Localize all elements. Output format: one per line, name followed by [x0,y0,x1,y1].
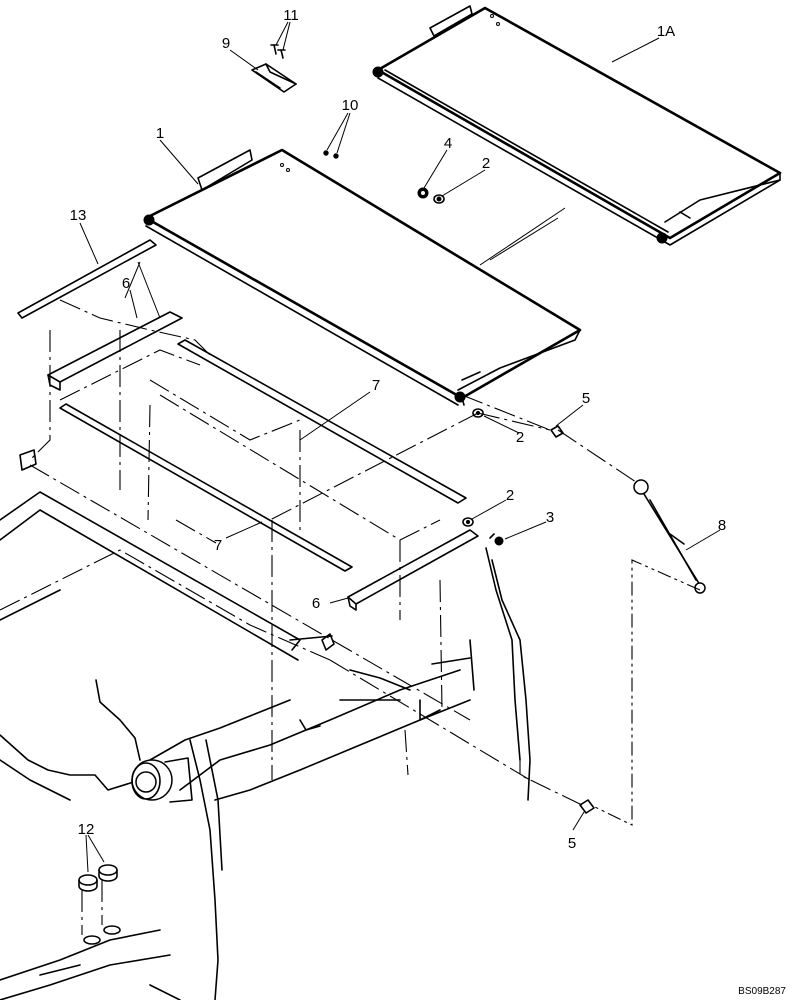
panel-1 [143,148,582,406]
phantom-lines [0,299,701,935]
callout-1a: 1A [657,23,675,40]
bar-13 [17,239,157,319]
callout-2-top: 2 [482,155,490,172]
bracket-9 [251,63,297,93]
callout-6-upper: 6 [122,275,130,292]
machine-frame [0,449,531,1000]
plugs-10 [323,150,339,159]
leader-lines [79,21,721,873]
callout-5-lower: 5 [568,835,576,852]
callout-2-mid: 2 [516,429,524,446]
callout-7-upper: 7 [372,377,380,394]
callout-labels: 11 9 1A 10 1 4 2 13 6 7 5 2 2 3 8 7 6 5 … [70,7,727,852]
bar-7-upper [177,339,467,504]
bar-6-upper [47,311,183,391]
callout-13: 13 [70,207,87,224]
callout-5-upper: 5 [582,390,590,407]
callout-4: 4 [444,135,452,152]
callout-6-lower: 6 [312,595,320,612]
callout-10: 10 [342,97,359,114]
plugs-12 [78,864,121,945]
callout-9: 9 [222,35,230,52]
callout-11: 11 [283,7,299,24]
cable-lines [479,207,566,266]
figure-code: BS09B287 [738,986,786,997]
callout-1: 1 [156,125,164,142]
panel-1a [372,5,782,246]
callout-12: 12 [78,821,95,838]
callout-7-lower: 7 [214,537,222,554]
screws-11 [270,44,286,59]
bar-6-lower [347,529,479,611]
callout-3: 3 [546,509,554,526]
gas-spring-8 [633,479,706,594]
bar-7-lower [59,403,353,572]
hardware-small [462,408,595,814]
callout-2-lower: 2 [506,487,514,504]
callout-8: 8 [718,517,726,534]
nut-4-washer-2 [417,187,445,204]
